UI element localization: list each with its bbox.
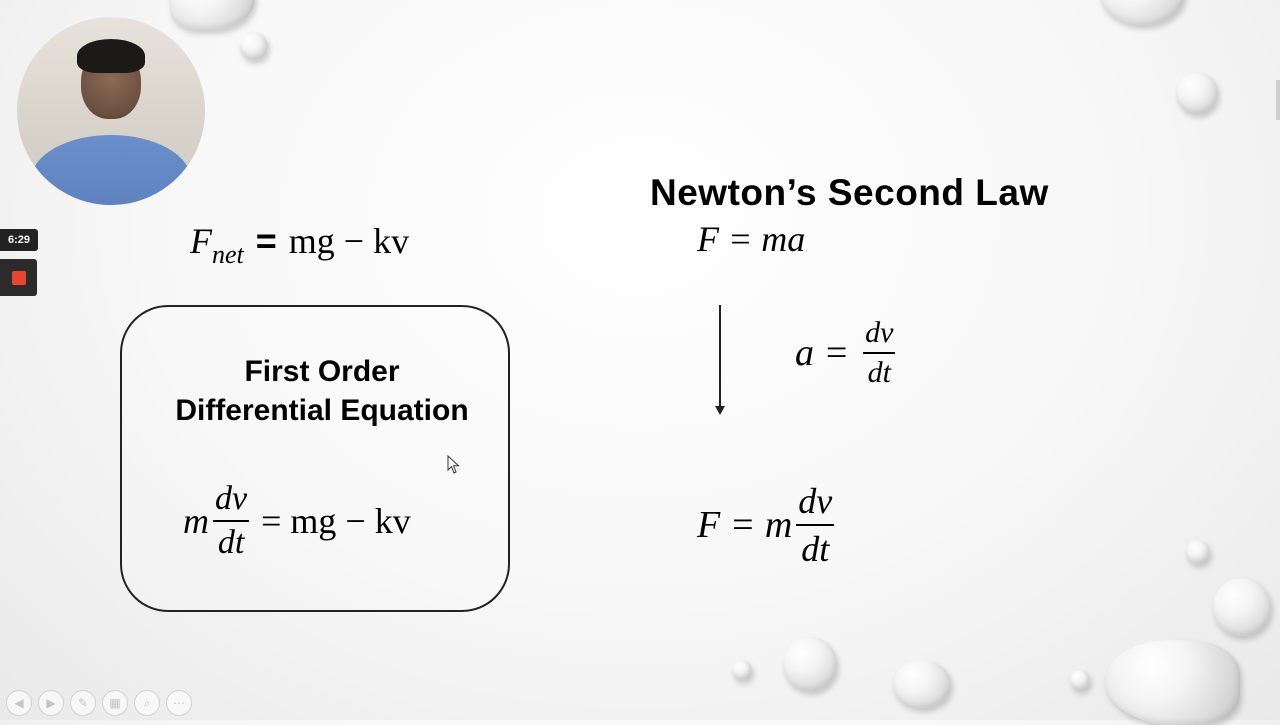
differential-equation-box bbox=[120, 305, 510, 612]
fraction-numerator: dv bbox=[798, 481, 833, 521]
pen-icon[interactable]: ✎ bbox=[70, 690, 96, 716]
webcam-preview[interactable] bbox=[17, 17, 205, 205]
previous-icon[interactable]: ◀ bbox=[6, 690, 32, 716]
fnet-symbol: F bbox=[190, 221, 212, 261]
recording-timer: 6:29 bbox=[0, 229, 38, 251]
fraction-numerator: dv bbox=[215, 480, 248, 517]
presenter-shirt bbox=[31, 135, 191, 205]
stop-recording-button[interactable] bbox=[0, 259, 37, 296]
fraction-denominator: dt bbox=[801, 529, 830, 569]
fnet-equation: Fnet = mg − kv bbox=[190, 220, 409, 270]
f-mdv-lhs: F = m bbox=[697, 504, 793, 546]
fraction-denominator: dt bbox=[867, 356, 891, 389]
water-droplet bbox=[170, 0, 255, 30]
acceleration-equation: a = dv dt bbox=[795, 316, 896, 390]
water-droplet bbox=[732, 660, 752, 680]
box-title-line1: First Order bbox=[244, 355, 400, 388]
stop-icon bbox=[11, 270, 26, 285]
fraction-bar bbox=[796, 524, 835, 526]
dv-dt-fraction: dv dt bbox=[213, 480, 250, 562]
dv-dt-fraction: dv dt bbox=[863, 316, 896, 390]
water-droplet bbox=[1176, 72, 1218, 114]
f-m-dvdt-equation: F = m dv dt bbox=[697, 480, 835, 570]
box-eq-rhs: = mg − kv bbox=[261, 501, 411, 541]
newtons-law-title: Newton’s Second Law bbox=[650, 172, 1049, 213]
box-title: First Order Differential Equation bbox=[122, 352, 522, 430]
mouse-cursor-icon bbox=[447, 455, 460, 474]
dv-dt-fraction: dv dt bbox=[796, 480, 835, 570]
down-arrow-icon bbox=[719, 305, 721, 410]
differential-equation: m dv dt = mg − kv bbox=[183, 480, 411, 562]
next-icon[interactable]: ▶ bbox=[38, 690, 64, 716]
water-droplet bbox=[1100, 0, 1185, 25]
a-eq-lhs: a = bbox=[795, 332, 850, 374]
water-droplet bbox=[1105, 640, 1240, 725]
box-title-line2: Differential Equation bbox=[175, 394, 469, 427]
more-icon[interactable]: ⋯ bbox=[166, 690, 192, 716]
f-equals-ma: F = ma bbox=[697, 219, 806, 259]
water-droplet bbox=[240, 32, 268, 60]
box-eq-lhs: m bbox=[183, 501, 209, 541]
arrow-head-icon bbox=[715, 406, 725, 415]
water-droplet bbox=[1070, 670, 1090, 690]
fnet-subscript: net bbox=[212, 240, 244, 269]
fraction-numerator: dv bbox=[865, 316, 894, 349]
water-droplet bbox=[1213, 578, 1271, 636]
presenter-hair bbox=[77, 39, 145, 73]
fraction-bar bbox=[863, 352, 896, 354]
slides-icon[interactable]: ▦ bbox=[102, 690, 128, 716]
fnet-equals: = bbox=[255, 220, 277, 261]
scroll-edge bbox=[1276, 80, 1280, 120]
water-droplet bbox=[1186, 540, 1210, 564]
water-droplet bbox=[783, 637, 837, 691]
fnet-rhs: mg − kv bbox=[288, 221, 410, 261]
fraction-bar bbox=[213, 520, 250, 522]
fraction-denominator: dt bbox=[217, 524, 245, 561]
water-droplet bbox=[893, 660, 951, 708]
zoom-icon[interactable]: ⌕ bbox=[134, 690, 160, 716]
presentation-toolbar: ◀ ▶ ✎ ▦ ⌕ ⋯ bbox=[6, 690, 192, 716]
